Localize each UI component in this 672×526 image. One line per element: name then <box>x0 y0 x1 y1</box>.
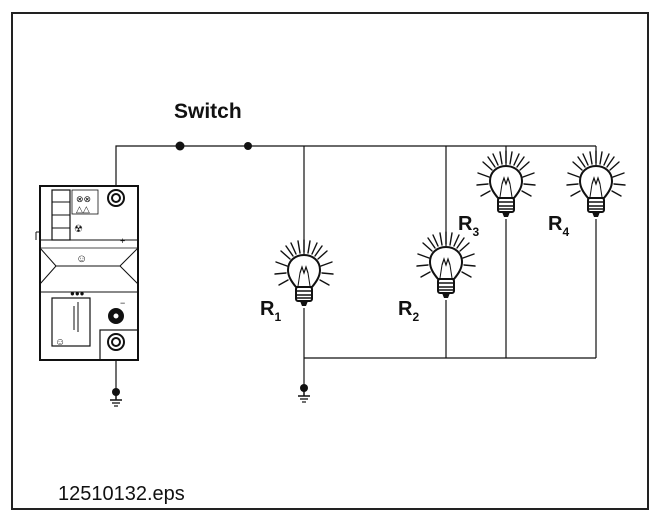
wires <box>115 145 597 392</box>
resistor-label-r1: R1 <box>260 298 281 324</box>
resistor-letter-r2: R <box>398 298 413 320</box>
file-name-caption: 12510132.eps <box>58 483 185 505</box>
resistor-subscript-r1: 1 <box>274 310 281 324</box>
resistor-label-r3: R3 <box>458 213 479 239</box>
svg-text:☺: ☺ <box>55 337 65 348</box>
switch-label: Switch <box>174 100 242 123</box>
switch-contact-left <box>175 141 185 151</box>
resistor-label-r4: R4 <box>548 213 569 239</box>
bulb-r3-icon <box>476 150 536 218</box>
battery-icon: ⊗⊗ △△ ☢ ☺ ●●● ☺ + − <box>35 185 139 361</box>
bulb-r2-icon <box>416 231 476 299</box>
resistor-letter-r1: R <box>260 298 275 320</box>
bulb-r4-icon <box>566 150 626 218</box>
svg-text:+: + <box>120 236 125 246</box>
resistor-letter-r4: R <box>548 213 563 235</box>
load-ground-icon <box>297 383 311 403</box>
battery-ground-icon <box>109 387 123 407</box>
resistor-letter-r3: R <box>458 213 473 235</box>
svg-text:☢: ☢ <box>74 224 83 235</box>
bulb-r1-icon <box>274 239 334 307</box>
switch-contact-right <box>244 142 252 150</box>
svg-text:●●●: ●●● <box>70 289 85 298</box>
svg-text:⊗⊗: ⊗⊗ <box>76 194 91 204</box>
resistor-subscript-r4: 4 <box>562 225 569 239</box>
svg-text:−: − <box>120 298 125 308</box>
resistor-subscript-r3: 3 <box>472 225 479 239</box>
resistor-subscript-r2: 2 <box>412 310 419 324</box>
svg-text:△△: △△ <box>76 204 90 214</box>
svg-text:☺: ☺ <box>76 253 87 265</box>
resistor-label-r2: R2 <box>398 298 419 324</box>
